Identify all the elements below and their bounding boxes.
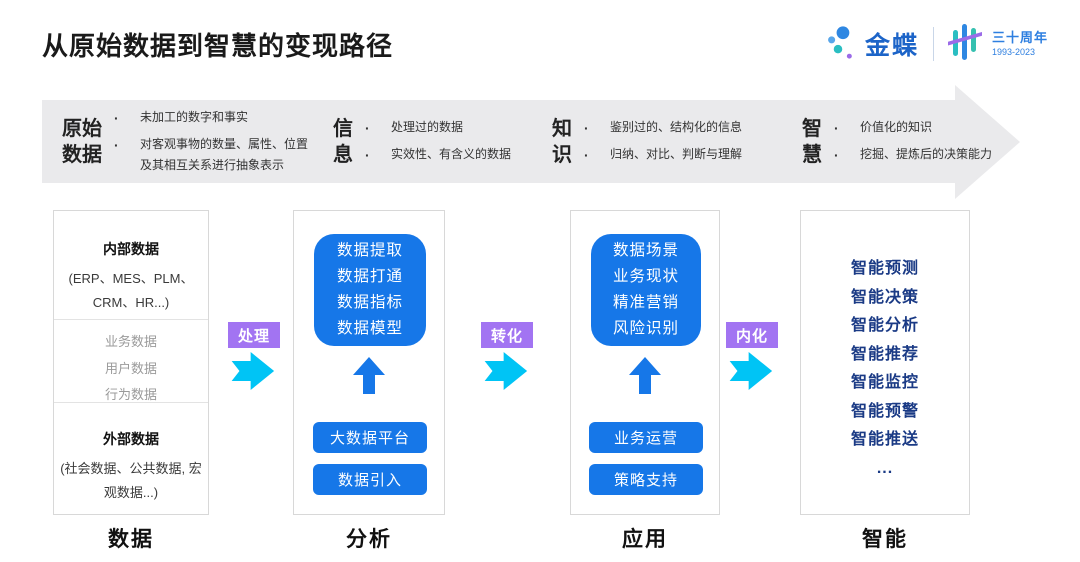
intelligence-item: 智能决策 <box>850 288 919 306</box>
bullet-dot: · <box>365 147 370 163</box>
transform-label: 转化 <box>481 322 533 348</box>
capability-line: 数据模型 <box>336 320 403 337</box>
thirty-mark-icon <box>945 20 985 69</box>
external-data-subtitle: (社会数据、公共数据, 宏观数据...) <box>60 461 202 501</box>
intelligence-list: 智能预测 智能决策 智能分析 智能推荐 智能监控 智能预警 智能推送 ... <box>801 211 969 483</box>
brand-name: 金蝶 <box>864 32 919 60</box>
internalize-label: 内化 <box>726 322 778 348</box>
application-column-box: 数据场景 业务现状 精准营销 风险识别 业务运营 策略支持 <box>570 210 720 515</box>
capability-line: 数据指标 <box>336 294 403 311</box>
right-arrow-icon <box>726 352 778 395</box>
stage-wisdom: 智 慧 · 价值化的知识 · 挖掘、提炼后的决策能力 <box>802 100 992 183</box>
intelligence-item: 智能推送 <box>850 431 919 448</box>
stage-term: 智 慧 <box>802 117 822 166</box>
bullet-dot: · <box>834 119 839 136</box>
stage-point: 实效性、有含义的数据 <box>391 147 512 161</box>
stage-point: 归纳、对比、判断与理解 <box>610 147 743 161</box>
external-data-section: 外部数据 (社会数据、公共数据, 宏观数据...) <box>54 403 208 505</box>
capability-line: 业务现状 <box>612 268 679 285</box>
right-arrow-icon <box>228 352 280 395</box>
capability-line: 数据场景 <box>612 242 679 259</box>
kingdee-logo: 金蝶 三十周年 1993-2023 <box>821 20 1048 68</box>
data-column-box: 内部数据 (ERP、MES、PLM、CRM、HR...) 业务数据 用户数据 行… <box>53 210 209 515</box>
page-title: 从原始数据到智慧的变现路径 <box>42 31 394 61</box>
footer-label-data: 数据 <box>108 528 154 551</box>
business-operation-button[interactable]: 业务运营 <box>589 422 703 453</box>
stage-term: 信 息 <box>333 117 353 166</box>
bullet-dot: · <box>584 119 589 136</box>
intelligence-column-box: 智能预测 智能决策 智能分析 智能推荐 智能监控 智能预警 智能推送 ... <box>800 210 970 515</box>
analysis-capability-box: 数据提取 数据打通 数据指标 数据模型 <box>314 234 426 346</box>
intelligence-item: 智能推荐 <box>850 345 919 363</box>
bullet-dot: · <box>365 119 370 136</box>
internal-data-section: 内部数据 (ERP、MES、PLM、CRM、HR...) <box>54 211 208 319</box>
stage-point: 对客观事物的数量、属性、位置及其相互关系进行抽象表示 <box>140 137 309 173</box>
process-label: 处理 <box>228 322 280 348</box>
capability-line: 风险识别 <box>612 320 679 337</box>
kingdee-dots-icon <box>821 20 855 69</box>
analysis-column-box: 数据提取 数据打通 数据指标 数据模型 大数据平台 数据引入 <box>293 210 445 515</box>
up-arrow-icon <box>352 357 386 399</box>
stage-point: 价值化的知识 <box>860 119 933 134</box>
stage-point: 未加工的数字和事实 <box>140 109 249 124</box>
banner-arrow-head <box>955 85 1020 199</box>
logo-divider <box>932 27 934 61</box>
intelligence-ellipsis: ... <box>876 459 894 477</box>
strategy-support-button[interactable]: 策略支持 <box>589 464 703 495</box>
right-arrow-icon <box>481 352 533 395</box>
footer-label-application: 应用 <box>622 528 668 551</box>
anniversary-text: 三十周年 <box>991 30 1048 46</box>
intelligence-item: 智能预警 <box>850 402 919 420</box>
stage-point: 挖掘、提炼后的决策能力 <box>860 147 993 161</box>
stage-term: 知 识 <box>552 117 572 166</box>
bullet-dot: · <box>114 109 119 126</box>
stage-knowledge: 知 识 · 鉴别过的、结构化的信息 · 归纳、对比、判断与理解 <box>552 100 742 183</box>
middle-data-section: 业务数据 用户数据 行为数据 <box>54 319 208 403</box>
intelligence-item: 智能预测 <box>850 260 919 277</box>
up-arrow-icon <box>628 357 662 399</box>
connector-transform: 转化 <box>481 322 533 395</box>
stage-point: 处理过的数据 <box>391 119 464 134</box>
internal-data-title: 内部数据 <box>103 241 159 257</box>
middle-data-item: 业务数据 <box>104 334 157 349</box>
application-capability-box: 数据场景 业务现状 精准营销 风险识别 <box>591 234 701 346</box>
bullet-dot: · <box>584 147 589 163</box>
internal-data-subtitle: (ERP、MES、PLM、CRM、HR...) <box>68 271 194 311</box>
bullet-dot: · <box>114 137 119 154</box>
big-data-platform-button[interactable]: 大数据平台 <box>313 422 427 453</box>
middle-data-item: 行为数据 <box>104 387 157 403</box>
capability-line: 精准营销 <box>612 294 679 311</box>
intelligence-item: 智能监控 <box>850 374 919 391</box>
capability-line: 数据提取 <box>336 242 403 259</box>
banner-arrow-body <box>42 100 955 183</box>
data-import-button[interactable]: 数据引入 <box>313 464 427 495</box>
stage-term: 原始 数据 <box>62 117 102 166</box>
anniversary-block: 三十周年 1993-2023 <box>992 30 1048 58</box>
capability-line: 数据打通 <box>336 268 403 285</box>
stage-information: 信 息 · 处理过的数据 · 实效性、有含义的数据 <box>333 100 511 183</box>
external-data-title: 外部数据 <box>103 431 159 447</box>
footer-label-intelligence: 智能 <box>862 528 908 551</box>
stage-point: 鉴别过的、结构化的信息 <box>610 119 743 134</box>
connector-internalize: 内化 <box>726 322 778 395</box>
middle-data-item: 用户数据 <box>104 360 157 376</box>
intelligence-item: 智能分析 <box>850 317 919 334</box>
footer-label-analysis: 分析 <box>346 528 392 551</box>
bullet-dot: · <box>834 147 839 163</box>
anniversary-years: 1993-2023 <box>991 46 1036 57</box>
stage-raw-data: 原始 数据 · 未加工的数字和事实 · 对客观事物的数量、属性、位置及其相互关系… <box>62 100 312 183</box>
connector-process: 处理 <box>228 322 280 395</box>
